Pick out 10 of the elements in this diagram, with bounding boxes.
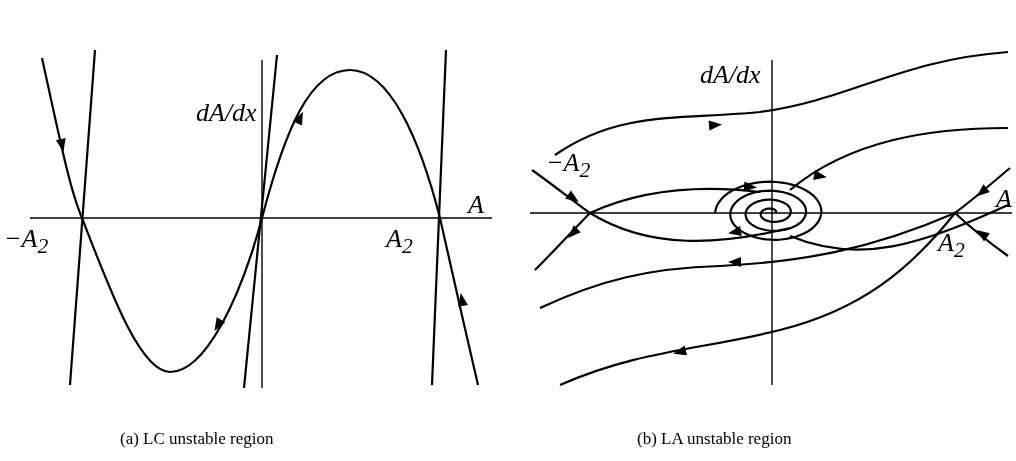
axis-label: dA/dx [196,100,257,126]
figure-caption: (a) LC unstable region [120,430,274,447]
point-label: A$_{2}$ [386,226,413,258]
axis-label: A [468,192,484,218]
point-label: −A$_{2}$ [546,150,591,182]
point-label: A$_{2}$ [938,230,965,262]
point-label: −A$_{2}$ [4,226,49,258]
axis-label: dA/dx [700,62,761,88]
figure-caption: (b) LA unstable region [637,430,792,447]
axis-label: A [996,186,1012,212]
